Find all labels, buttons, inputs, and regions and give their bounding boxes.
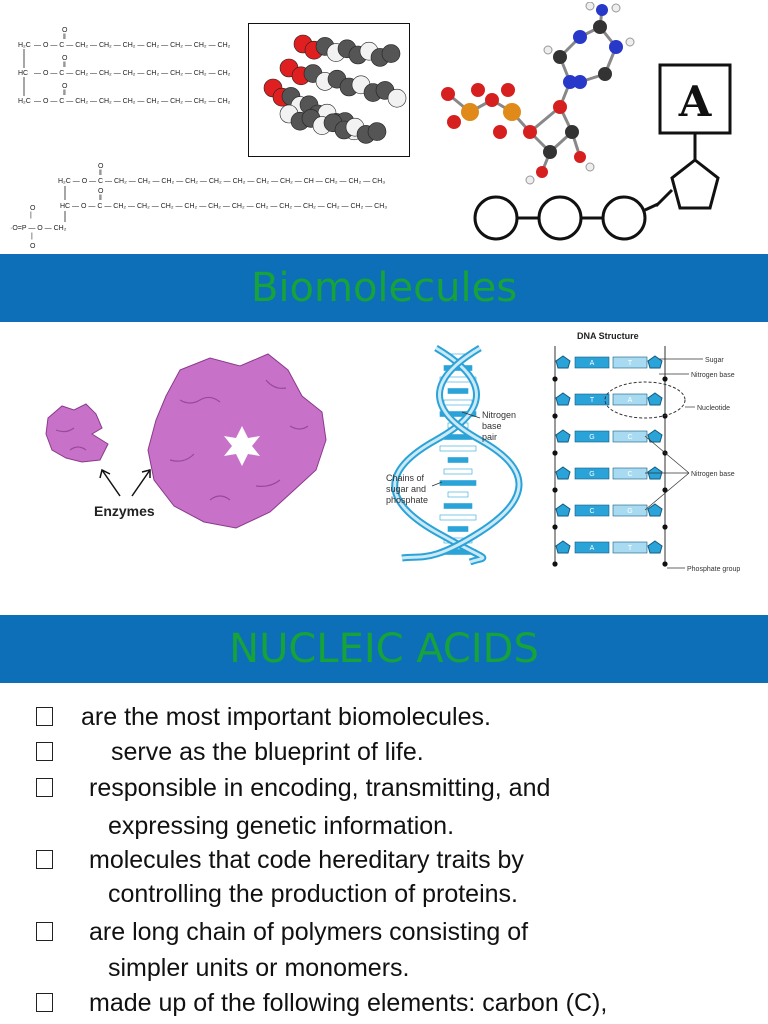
svg-text:— O — C — CH₂ — CH₂ — CH₂ — CH: — O — C — CH₂ — CH₂ — CH₂ — CH₂ — CH₂ — … [34, 70, 231, 77]
phospholipid-formula: H₂C — O — C — CH₂ — CH₂ — CH₂ — CH₂ — CH… [10, 163, 387, 250]
bullet-item: responsible in encoding, transmitting, a… [36, 773, 550, 803]
bullet-item: are long chain of polymers consisting of [36, 917, 528, 947]
dna-base-label: G [589, 434, 594, 441]
dna-helix-diagram: Nitrogen base pair Chains of sugar and p… [386, 344, 523, 565]
svg-text:HC: HC [18, 70, 28, 77]
dna-label-nitrogen-base-1: Nitrogen base [691, 372, 735, 379]
bullet-continuation: expressing genetic information. [108, 811, 454, 841]
dna-label-nitrogen-base-2: Nitrogen base [691, 471, 735, 478]
enzymes-label: Enzymes [94, 503, 155, 519]
dna-label-phosphate-group: Phosphate group [687, 566, 740, 573]
dna-base-label: G [589, 471, 594, 478]
dna-base-label: A [590, 545, 595, 552]
dna-structure-title: DNA Structure [577, 331, 639, 341]
dna-base-label: T [628, 360, 633, 367]
triglyceride-formula: H₂C HC H₂C — O — C — CH₂ — CH₂ — CH₂ — CH₂… [18, 27, 231, 105]
dna-structure-diagram: DNA Structure A T T A G C G C C G A T Sugar Nitroge… [552, 331, 740, 573]
bullet-item: are the most important biomolecules. [36, 702, 491, 732]
bullet-item: serve as the blueprint of life. [36, 737, 424, 767]
dna-base-label: T [628, 545, 633, 552]
svg-text:|: | [31, 233, 33, 240]
checkbox-bullet-icon [36, 922, 53, 941]
checkbox-bullet-icon [36, 850, 53, 869]
dna-base-label: C [627, 471, 632, 478]
helix-label-chains-3: phosphate [386, 495, 428, 505]
dna-base-label: C [589, 508, 594, 515]
svg-text:‖: ‖ [63, 90, 66, 97]
helix-label-nitrogen-2: base [482, 421, 502, 431]
atp-letter: A [678, 77, 713, 126]
helix-label-nitrogen-1: Nitrogen [482, 410, 516, 420]
dna-base-label: G [627, 508, 632, 515]
nucleic-acids-banner: NUCLEIC ACIDS [0, 615, 768, 683]
checkbox-bullet-icon [36, 742, 53, 761]
bullet-continuation: controlling the production of proteins. [108, 879, 518, 909]
helix-label-chains-2: sugar and [386, 484, 426, 494]
bullet-text: simpler units or monomers. [108, 954, 410, 982]
svg-text:O: O [30, 243, 36, 250]
bullet-text: serve as the blueprint of life. [111, 738, 424, 766]
svg-text:H₂C: H₂C [18, 42, 31, 49]
bullet-text: controlling the production of proteins. [108, 880, 518, 908]
bullet-text: expressing genetic information. [108, 812, 455, 840]
atp-schematic: A [473, 63, 732, 241]
svg-text:O: O [98, 163, 104, 170]
svg-text:O: O [62, 27, 68, 34]
section-title: NUCLEIC ACIDS [229, 626, 539, 672]
svg-text:O: O [62, 83, 68, 90]
helix-label-nitrogen-3: pair [482, 432, 497, 442]
svg-text:O: O [62, 55, 68, 62]
svg-text:HC — O — C — CH₂ — CH₂ — CH₂ —: HC — O — C — CH₂ — CH₂ — CH₂ — CH₂ — CH₂… [60, 203, 387, 210]
svg-text:— O — C — CH₂ — CH₂ — CH₂ — CH: — O — C — CH₂ — CH₂ — CH₂ — CH₂ — CH₂ — … [34, 42, 231, 49]
svg-text:‖: ‖ [63, 62, 66, 69]
checkbox-bullet-icon [36, 778, 53, 797]
dna-base-label: A [590, 360, 595, 367]
biomolecules-banner: Biomolecules [0, 254, 768, 322]
lipid-spacefill-model [248, 23, 410, 157]
helix-label-chains-1: Chains of [386, 473, 425, 483]
bullet-text: are the most important biomolecules. [81, 703, 491, 731]
svg-text:|: | [30, 212, 32, 219]
svg-text:— O — C — CH₂ — CH₂ — CH₂ — CH: — O — C — CH₂ — CH₂ — CH₂ — CH₂ — CH₂ — … [34, 98, 231, 105]
dna-label-nucleotide: Nucleotide [697, 405, 730, 412]
bullet-item: made up of the following elements: carbo… [36, 988, 607, 1018]
svg-text:O: O [98, 188, 104, 195]
svg-text:‖: ‖ [99, 195, 102, 202]
dna-base-label: A [628, 397, 633, 404]
svg-text:‖: ‖ [63, 34, 66, 41]
bullet-text: made up of the following elements: carbo… [89, 989, 608, 1017]
dna-base-label: T [590, 397, 595, 404]
dna-base-label: C [627, 434, 632, 441]
dna-label-sugar: Sugar [705, 357, 724, 364]
checkbox-bullet-icon [36, 707, 53, 726]
bullet-text: molecules that code hereditary traits by [89, 846, 524, 874]
svg-text:H₂C: H₂C [18, 98, 31, 105]
banner-title: Biomolecules [250, 265, 518, 311]
bullet-item: molecules that code hereditary traits by [36, 845, 524, 875]
checkbox-bullet-icon [36, 993, 53, 1012]
svg-text:·O=P — O — CH₂: ·O=P — O — CH₂ [10, 225, 67, 232]
svg-text:H₂C — O — C — CH₂ — CH₂ — CH₂: H₂C — O — C — CH₂ — CH₂ — CH₂ — CH₂ — CH… [58, 178, 385, 185]
bullet-continuation: simpler units or monomers. [108, 953, 409, 983]
svg-text:‖: ‖ [99, 170, 102, 177]
enzymes-illustration: Enzymes [45, 353, 327, 529]
bullet-text: are long chain of polymers consisting of [89, 918, 529, 946]
bullet-text: responsible in encoding, transmitting, a… [89, 774, 551, 802]
atp-ball-stick-model [441, 2, 635, 185]
svg-text:O: O [30, 205, 36, 212]
